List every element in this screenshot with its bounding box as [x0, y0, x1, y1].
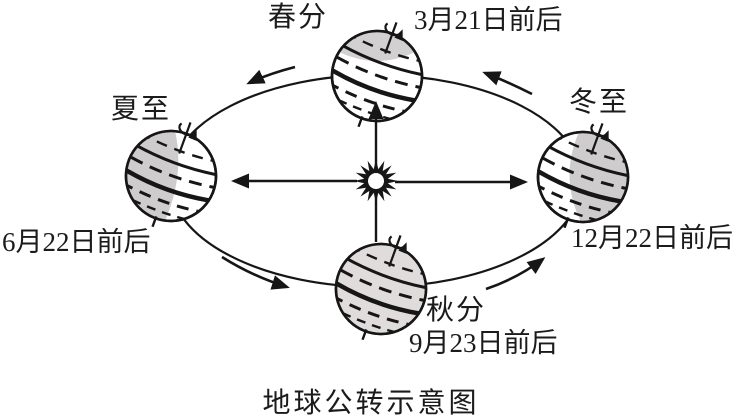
label-summer-solstice: 夏至 [111, 94, 172, 125]
night-shading [127, 132, 179, 220]
label-spring-date: 3月21日前后 [414, 5, 563, 35]
sun-icon [354, 159, 398, 203]
earth-globe-summer-solstice [124, 119, 218, 229]
label-winter-solstice: 冬至 [569, 87, 630, 118]
orbit-arrow-bottom-right-icon [485, 257, 546, 291]
diagram-caption: 地球公转示意图 [262, 388, 480, 418]
label-spring-equinox: 春分 [268, 2, 329, 33]
label-winter-date: 12月22日前后 [571, 223, 733, 253]
orbit-arrow-top-right-icon [482, 71, 533, 96]
revolution-direction-arrows [221, 65, 546, 291]
label-autumn-date: 9月23日前后 [409, 328, 558, 358]
label-summer-date: 6月22日前后 [2, 227, 151, 257]
label-autumn-equinox: 秋分 [426, 295, 487, 326]
earth-globe-autumn-equinox [334, 232, 428, 342]
orbit-arrow-bottom-left-icon [221, 255, 290, 290]
earth-globe-winter-solstice [536, 120, 630, 230]
orbit-arrow-top-left-icon [246, 65, 296, 85]
